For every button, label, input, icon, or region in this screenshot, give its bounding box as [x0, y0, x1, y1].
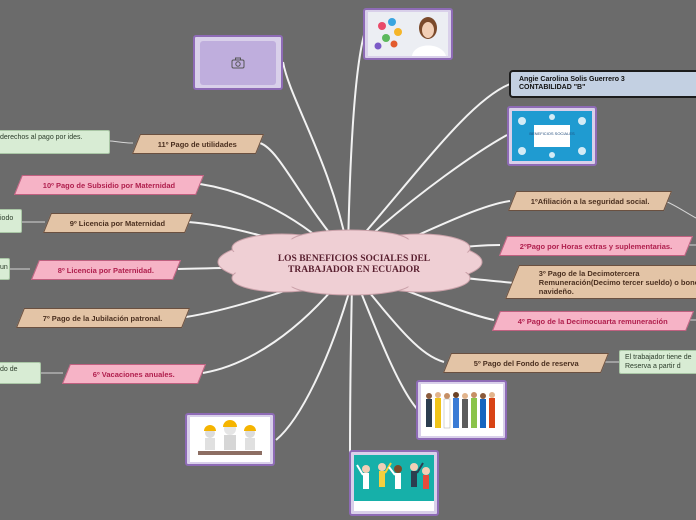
topic-label: 6º Vacaciones anuales.: [93, 369, 175, 379]
link-author: [349, 83, 511, 251]
link-bottom-left-image: [275, 281, 353, 441]
note-fondo-reserva[interactable]: El trabajador tiene de Reserva a partir …: [619, 350, 696, 374]
topic-1-afiliacion[interactable]: 1ºAfiliación a la seguridad social.: [507, 191, 673, 211]
note-paternidad[interactable]: un: [0, 258, 10, 280]
topic-2-horas-extras[interactable]: 2ºPago por Horas extras y suplementarias…: [498, 236, 694, 256]
collage-caption: BENEFICIOS SOCIALES: [529, 131, 575, 136]
link-bottom-image: [349, 283, 353, 456]
topic-5-fondo-reserva[interactable]: 5º Pago del Fondo de reserva: [442, 353, 610, 373]
note-vacaciones[interactable]: do de: [0, 362, 41, 384]
topic-label: 8º Licencia por Paternidad.: [57, 265, 155, 275]
topic-3-decimotercera[interactable]: 3º Pago de la Decimotercera Remuneración…: [505, 265, 696, 299]
image-jumping-team[interactable]: [349, 450, 439, 516]
topic-label: 9º Licencia por Maternidad: [70, 218, 166, 228]
topic-label: 5º Pago del Fondo de reserva: [473, 358, 579, 368]
topic-7-jubilacion[interactable]: 7º Pago de la Jubilación patronal.: [15, 308, 191, 328]
topic-label: 3º Pago de la Decimotercera Remuneración…: [539, 268, 696, 296]
link-workers-image: [355, 279, 419, 411]
link-camera: [282, 61, 349, 251]
topic-label: 2ºPago por Horas extras y suplementarias…: [519, 241, 673, 251]
link-t6: [202, 277, 343, 374]
author-group: CONTABILIDAD "B": [519, 84, 586, 91]
topic-8-licencia-paternidad[interactable]: 8º Licencia por Paternidad.: [30, 260, 182, 280]
topic-label: 11º Pago de utilidades: [158, 139, 238, 149]
construction-workers-illustration: [190, 417, 270, 462]
image-construction-workers[interactable]: [185, 413, 275, 466]
jumping-team-illustration: [354, 455, 434, 511]
topic-label: 4º Pago de la Decimocuarta remuneración: [518, 316, 668, 326]
topic-4-decimocuarta[interactable]: 4º Pago de la Decimocuarta remuneración: [491, 311, 695, 331]
topic-label: 1ºAfiliación a la seguridad social.: [530, 196, 650, 206]
benefits-collage-illustration: BENEFICIOS SOCIALES: [512, 111, 592, 161]
topic-label: 7º Pago de la Jubilación patronal.: [43, 313, 163, 323]
author-name: Angie Carolina Solis Guerrero 3: [519, 76, 625, 83]
image-woman-social-icons[interactable]: [363, 8, 453, 60]
image-placeholder-camera[interactable]: [193, 35, 283, 90]
woman-social-illustration: [368, 12, 448, 56]
author-box[interactable]: Angie Carolina Solis Guerrero 3 CONTABIL…: [509, 70, 696, 98]
note-utilidades[interactable]: derechos al pago por ides.: [0, 130, 110, 154]
central-topic-title[interactable]: LOS BENEFICIOS SOCIALES DEL TRABAJADOR E…: [277, 254, 431, 275]
note-maternidad[interactable]: iodo: [0, 209, 22, 233]
topic-9-licencia-maternidad[interactable]: 9º Licencia por Maternidad: [42, 213, 194, 233]
topic-10-subsidio-maternidad[interactable]: 10º Pago de Subsidio por Maternidad: [13, 175, 205, 195]
camera-icon: [231, 57, 245, 68]
image-workers-group[interactable]: [416, 380, 507, 440]
workers-group-illustration: [420, 384, 503, 436]
image-beneficios-collage[interactable]: BENEFICIOS SOCIALES: [507, 106, 597, 166]
link-top-image: [347, 34, 365, 251]
topic-label: 10º Pago de Subsidio por Maternidad: [42, 180, 176, 190]
topic-11-utilidades[interactable]: 11º Pago de utilidades: [131, 134, 265, 154]
topic-6-vacaciones[interactable]: 6º Vacaciones anuales.: [61, 364, 207, 384]
